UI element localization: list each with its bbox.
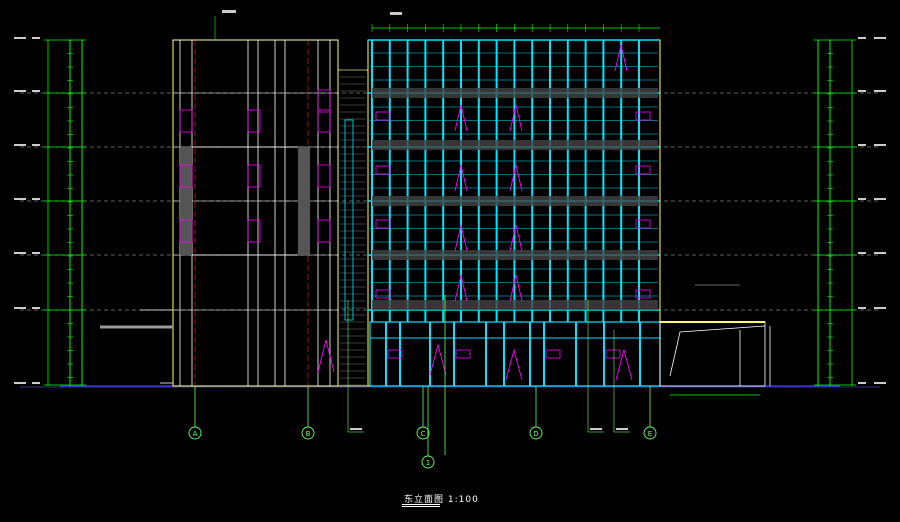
level-mark-left-b-4 <box>32 252 40 254</box>
curtain-triangle-3 <box>454 164 468 192</box>
level-mark-left-b-0 <box>32 37 40 39</box>
axis-bubble-4 <box>643 426 657 440</box>
left-window-tag-9 <box>317 89 331 113</box>
level-mark-right-b-3 <box>858 198 866 200</box>
curtain-window-tag-4 <box>635 111 651 121</box>
curtain-triangle-2 <box>509 104 523 132</box>
curtain-spandrel-0 <box>372 88 658 98</box>
level-mark-right-b-5 <box>858 307 866 309</box>
storefront-tag-0 <box>387 349 403 359</box>
level-mark-left-b-5 <box>32 307 40 309</box>
level-mark-right-b-0 <box>858 37 866 39</box>
axis-bubble-label-3: D <box>533 430 538 438</box>
curtain-triangle-4 <box>509 164 523 192</box>
curtain-triangle-7 <box>454 274 468 302</box>
callout-note-0 <box>350 428 362 430</box>
axis-bubble-label-4: E <box>648 430 652 438</box>
curtain-window-tag-7 <box>635 289 651 299</box>
left-window-tag-8 <box>317 219 331 243</box>
curtain-triangle-0 <box>614 44 628 72</box>
top-note-right <box>390 12 402 15</box>
curtain-triangle-1 <box>454 104 468 132</box>
curtain-window-tag-5 <box>635 165 651 175</box>
curtain-triangle-8 <box>509 274 523 302</box>
level-mark-right-5 <box>874 307 886 309</box>
curtain-spandrel-3 <box>372 250 658 260</box>
level-mark-right-1 <box>874 90 886 92</box>
callout-note-1 <box>590 428 602 430</box>
axis-bubble-label-5: 1 <box>426 459 430 467</box>
callout-note-2 <box>616 428 628 430</box>
level-mark-left-0 <box>14 37 26 39</box>
curtain-spandrel-2 <box>372 196 658 206</box>
storefront-door-triangle-0 <box>429 343 447 376</box>
level-mark-right-4 <box>874 252 886 254</box>
level-mark-right-2 <box>874 144 886 146</box>
level-mark-left-3 <box>14 198 26 200</box>
level-mark-right-b-6 <box>858 382 866 384</box>
storefront-door-triangle-2 <box>615 348 633 381</box>
left-window-tag-6 <box>317 109 331 133</box>
axis-bubble-label-2: C <box>421 430 426 438</box>
level-mark-left-5 <box>14 307 26 309</box>
curtain-window-tag-1 <box>375 165 391 175</box>
axis-bubble-5 <box>421 455 435 469</box>
title-underline-2 <box>402 506 440 507</box>
level-mark-left-2 <box>14 144 26 146</box>
top-note-left <box>222 10 236 13</box>
axis-bubble-3 <box>529 426 543 440</box>
connector-curtain-strip <box>344 119 354 321</box>
left-window-tag-0 <box>179 109 193 133</box>
axis-bubble-1 <box>301 426 315 440</box>
level-mark-left-b-6 <box>32 382 40 384</box>
left-block-outline <box>172 39 339 387</box>
level-mark-left-4 <box>14 252 26 254</box>
left-window-tag-5 <box>247 219 261 243</box>
axis-bubble-label-0: A <box>193 430 198 438</box>
left-window-tag-3 <box>247 109 261 133</box>
level-mark-left-6 <box>14 382 26 384</box>
level-mark-left-b-3 <box>32 198 40 200</box>
curtain-window-tag-0 <box>375 111 391 121</box>
level-mark-right-b-2 <box>858 144 866 146</box>
curtain-window-tag-3 <box>375 289 391 299</box>
left-window-tag-2 <box>179 219 193 243</box>
level-mark-left-b-1 <box>32 90 40 92</box>
curtain-triangle-5 <box>454 224 468 252</box>
axis-bubble-2 <box>416 426 430 440</box>
level-mark-right-b-4 <box>858 252 866 254</box>
level-mark-left-1 <box>14 90 26 92</box>
left-void-1 <box>180 147 192 255</box>
storefront-door-triangle-1 <box>505 348 523 381</box>
annex-outline <box>659 321 766 387</box>
left-door-triangle <box>317 339 335 373</box>
level-mark-right-6 <box>874 382 886 384</box>
curtain-triangle-6 <box>509 224 523 252</box>
left-void-2 <box>298 147 310 255</box>
level-mark-right-0 <box>874 37 886 39</box>
curtain-window-tag-6 <box>635 219 651 229</box>
curtain-spandrel-1 <box>372 140 658 150</box>
storefront-tag-2 <box>545 349 561 359</box>
title-underline <box>402 504 440 505</box>
left-window-tag-1 <box>179 164 193 188</box>
annex-slope <box>669 325 766 377</box>
curtain-window-tag-2 <box>375 219 391 229</box>
curtain-spandrel-4 <box>372 300 658 310</box>
storefront-tag-3 <box>605 349 621 359</box>
axis-bubble-0 <box>188 426 202 440</box>
drawing-title: 东立面图 1:100 <box>404 495 479 505</box>
axis-bubble-label-1: B <box>306 430 311 438</box>
left-window-tag-4 <box>247 164 261 188</box>
storefront-tag-1 <box>455 349 471 359</box>
level-mark-left-b-2 <box>32 144 40 146</box>
left-window-tag-7 <box>317 164 331 188</box>
level-mark-right-b-1 <box>858 90 866 92</box>
level-mark-right-3 <box>874 198 886 200</box>
